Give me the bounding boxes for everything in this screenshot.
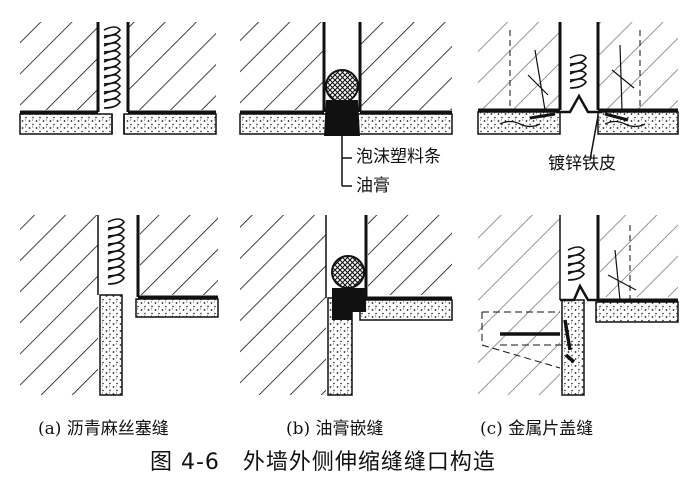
wall-right <box>128 22 216 110</box>
figure-caption: 图 4-6 外墙外侧伸缩缝缝口构造 <box>150 450 496 475</box>
mastic-fill <box>324 100 360 136</box>
subcaption-b: (b) 油膏嵌缝 <box>286 419 384 439</box>
callout-foam-strip: 泡沫塑料条 <box>356 147 441 167</box>
asphalt-hemp-coil <box>103 26 121 109</box>
panel-c-top <box>477 22 679 161</box>
galvanized-sheet <box>556 93 602 114</box>
wall-right <box>360 22 452 110</box>
panel-a-top <box>19 22 217 135</box>
plaster-left <box>19 113 113 135</box>
panel-b-bottom <box>240 215 453 396</box>
coil-c-top <box>569 54 587 89</box>
panel-a-bottom <box>20 215 219 396</box>
panel-b-top <box>239 22 453 187</box>
subcaption-a: (a) 沥青麻丝塞缝 <box>38 419 169 439</box>
wall-left <box>240 22 324 110</box>
foam-strip <box>325 69 359 103</box>
wall-left <box>20 22 98 110</box>
panel-c-bottom <box>478 215 679 396</box>
callout-galvanized-sheet: 镀锌铁皮 <box>548 154 616 174</box>
plaster-right <box>123 113 217 135</box>
subcaption-c: (c) 金属片盖缝 <box>480 419 594 439</box>
callout-mastic: 油膏 <box>356 176 390 196</box>
